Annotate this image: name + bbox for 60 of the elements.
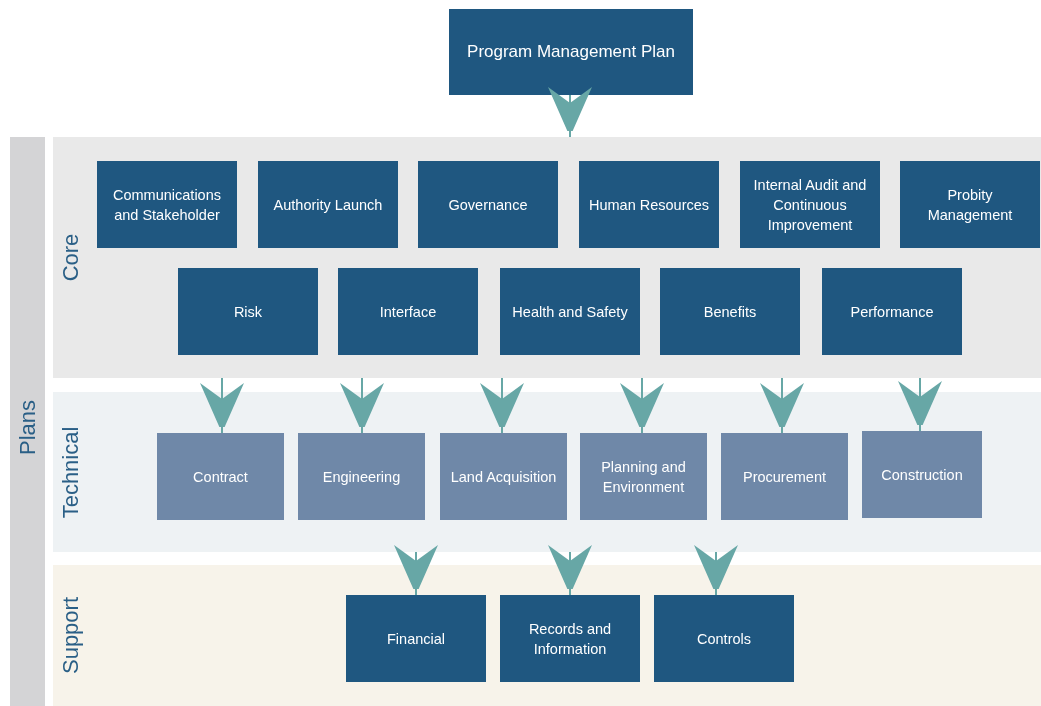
box-label: Communications and Stakeholder <box>112 185 222 225</box>
box-label: Interface <box>379 302 437 322</box>
plan-box <box>500 268 640 355</box>
plan-box <box>579 161 719 248</box>
box-label: Governance <box>448 195 528 215</box>
chevron-arrow <box>340 377 384 434</box>
chevron-arrow <box>760 377 804 434</box>
plan-box <box>660 268 800 355</box>
plan-box <box>500 595 640 682</box>
category-band <box>53 565 1041 706</box>
plan-box <box>178 268 318 355</box>
band-label: Technical <box>57 426 85 518</box>
plans-bar <box>10 137 45 706</box>
category-band <box>53 137 1041 378</box>
chevron-arrow <box>548 545 592 596</box>
plan-box <box>418 161 558 248</box>
plan-box <box>580 433 707 520</box>
box-label: Human Resources <box>588 195 710 215</box>
plan-box <box>440 433 567 520</box>
category-band <box>53 392 1041 552</box>
plan-box <box>346 595 486 682</box>
box-label: Planning and Environment <box>600 457 687 497</box>
chevron-arrow <box>480 377 524 434</box>
chevron-arrow <box>200 377 244 434</box>
box-label: Contract <box>193 467 248 487</box>
box-label: Health and Safety <box>512 302 628 322</box>
box-label: Land Acquisition <box>450 467 557 487</box>
box-label: Records and Information <box>527 619 613 659</box>
box-label: Financial <box>387 629 445 649</box>
plan-box <box>721 433 848 520</box>
chevron-arrow <box>898 377 942 432</box>
plan-box <box>900 161 1040 248</box>
chevron-arrow <box>620 377 664 434</box>
plan-box <box>654 595 794 682</box>
band-label: Core <box>57 233 85 282</box>
plan-box <box>298 433 425 520</box>
chevron-arrow <box>548 87 592 138</box>
chevron-arrow <box>694 545 738 596</box>
box-label: Controls <box>697 629 751 649</box>
plan-box <box>258 161 398 248</box>
plan-box <box>338 268 478 355</box>
band-label: Plans <box>14 399 41 455</box>
plan-box <box>862 431 982 518</box>
box-label: Procurement <box>743 467 826 487</box>
box-label: Performance <box>850 302 934 322</box>
plan-box <box>157 433 284 520</box>
band-label: Support <box>57 596 85 675</box>
plan-box <box>822 268 962 355</box>
plan-box <box>449 9 693 95</box>
box-label: Benefits <box>703 302 757 322</box>
plan-box <box>740 161 880 248</box>
box-label: Risk <box>233 302 263 322</box>
box-label: Engineering <box>322 467 401 487</box>
box-label: Probity Management <box>926 185 1014 225</box>
box-label: Internal Audit and Continuous Improvement <box>752 175 868 235</box>
box-label: Authority Launch <box>273 195 383 215</box>
plan-box <box>97 161 237 248</box>
box-label: Program Management Plan <box>467 42 675 62</box>
box-label: Construction <box>881 465 963 485</box>
chevron-arrow <box>394 545 438 596</box>
